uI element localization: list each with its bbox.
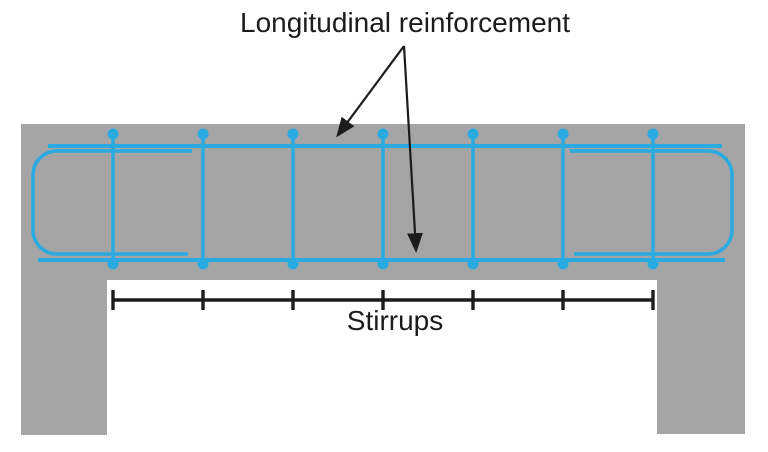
stirrup-top-dot (647, 128, 659, 140)
left-hooked-bar (31, 149, 192, 256)
arrow-to-bottom-bar (402, 45, 423, 253)
stirrup-top-dot (287, 128, 299, 140)
right-hooked-bar (570, 149, 734, 256)
dimension-group (111, 290, 655, 310)
stirrup-top-dot (467, 128, 479, 140)
longitudinal-reinforcement-label: Longitudinal reinforcement (240, 7, 570, 38)
reinforcement-group (31, 128, 734, 270)
concrete-left-column (21, 124, 107, 435)
stirrup-top-dot (107, 128, 119, 140)
arrow-to-top-bar (336, 45, 405, 138)
annotation-arrows (336, 45, 423, 253)
dimension-ticks-group (111, 290, 655, 310)
stirrups-label: Stirrups (346, 305, 444, 336)
stirrup-top-dot (197, 128, 209, 140)
stirrup-top-dot (557, 128, 569, 140)
stirrup-top-dot (377, 128, 389, 140)
